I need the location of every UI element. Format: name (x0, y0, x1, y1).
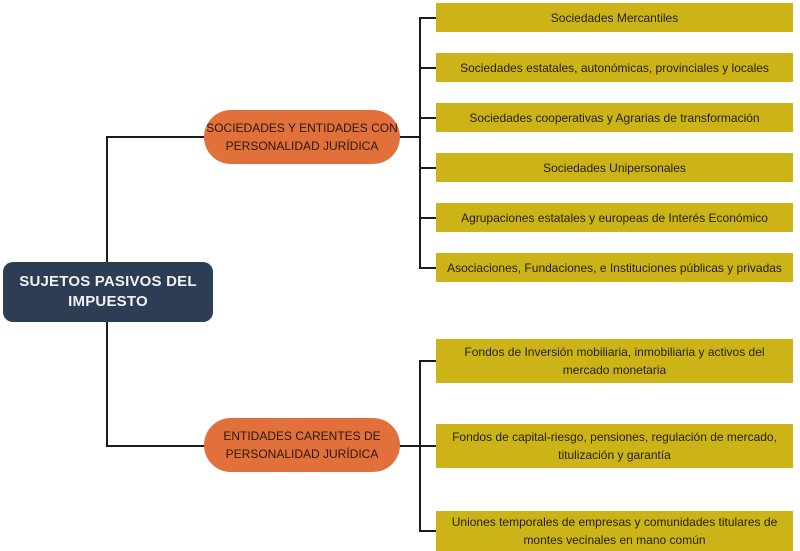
spine-branch1 (419, 17, 421, 269)
stub-leaf-3 (419, 117, 437, 119)
leaf-node-label: Agrupaciones estatales y europeas de Int… (461, 210, 768, 225)
branch-node-label: SOCIEDADES Y ENTIDADES CON PERSONALIDAD … (206, 121, 398, 153)
stub-leaf-5 (419, 217, 437, 219)
stub-leaf-7 (419, 360, 437, 362)
stub-leaf-8 (419, 445, 437, 447)
stub-leaf-2 (419, 67, 437, 69)
leaf-node-agrupaciones: Agrupaciones estatales y europeas de Int… (436, 203, 793, 232)
connector-root-to-branch1-horizontal (106, 136, 206, 138)
leaf-node-uniones-temporales: Uniones temporales de empresas y comunid… (436, 511, 793, 551)
leaf-node-label: Sociedades Unipersonales (543, 160, 686, 175)
connector-branch1-to-spine (398, 136, 421, 138)
branch-node-sociedades-entidades: SOCIEDADES Y ENTIDADES CON PERSONALIDAD … (204, 110, 400, 164)
stub-leaf-1 (419, 17, 437, 19)
leaf-node-label: Sociedades Mercantiles (550, 10, 679, 25)
branch-node-label: ENTIDADES CARENTES DE PERSONALIDAD JURÍD… (223, 429, 381, 461)
connector-root-to-branch2-horizontal (106, 445, 206, 447)
connector-root-to-branch1-vertical (106, 136, 108, 263)
connector-branch2-to-spine (398, 445, 421, 447)
leaf-node-label: Sociedades cooperativas y Agrarias de tr… (469, 110, 760, 125)
leaf-node-sociedades-unipersonales: Sociedades Unipersonales (436, 153, 793, 182)
leaf-node-label: Sociedades estatales, autonómicas, provi… (460, 60, 769, 75)
leaf-node-label: Asociaciones, Fundaciones, e Institucion… (447, 260, 782, 275)
leaf-node-sociedades-mercantiles: Sociedades Mercantiles (436, 3, 793, 32)
leaf-node-label: Fondos de Inversión mobiliaria, inmobili… (464, 345, 765, 377)
leaf-node-sociedades-estatales: Sociedades estatales, autonómicas, provi… (436, 53, 793, 82)
leaf-node-fondos-capital-riesgo: Fondos de capital-riesgo, pensiones, reg… (436, 424, 793, 468)
stub-leaf-6 (419, 267, 437, 269)
leaf-node-asociaciones-fundaciones: Asociaciones, Fundaciones, e Institucion… (436, 253, 793, 282)
leaf-node-label: Uniones temporales de empresas y comunid… (451, 515, 778, 547)
leaf-node-fondos-inversion: Fondos de Inversión mobiliaria, inmobili… (436, 339, 793, 383)
branch-node-entidades-carentes: ENTIDADES CARENTES DE PERSONALIDAD JURÍD… (204, 418, 400, 472)
stub-leaf-9 (419, 530, 437, 532)
leaf-node-sociedades-cooperativas: Sociedades cooperativas y Agrarias de tr… (436, 103, 793, 132)
root-node-label: SUJETOS PASIVOS DEL IMPUESTO (19, 273, 197, 310)
stub-leaf-4 (419, 167, 437, 169)
root-node-sujetos-pasivos: SUJETOS PASIVOS DEL IMPUESTO (3, 262, 213, 322)
connector-root-to-branch2-vertical (106, 321, 108, 447)
leaf-node-label: Fondos de capital-riesgo, pensiones, reg… (452, 430, 777, 462)
